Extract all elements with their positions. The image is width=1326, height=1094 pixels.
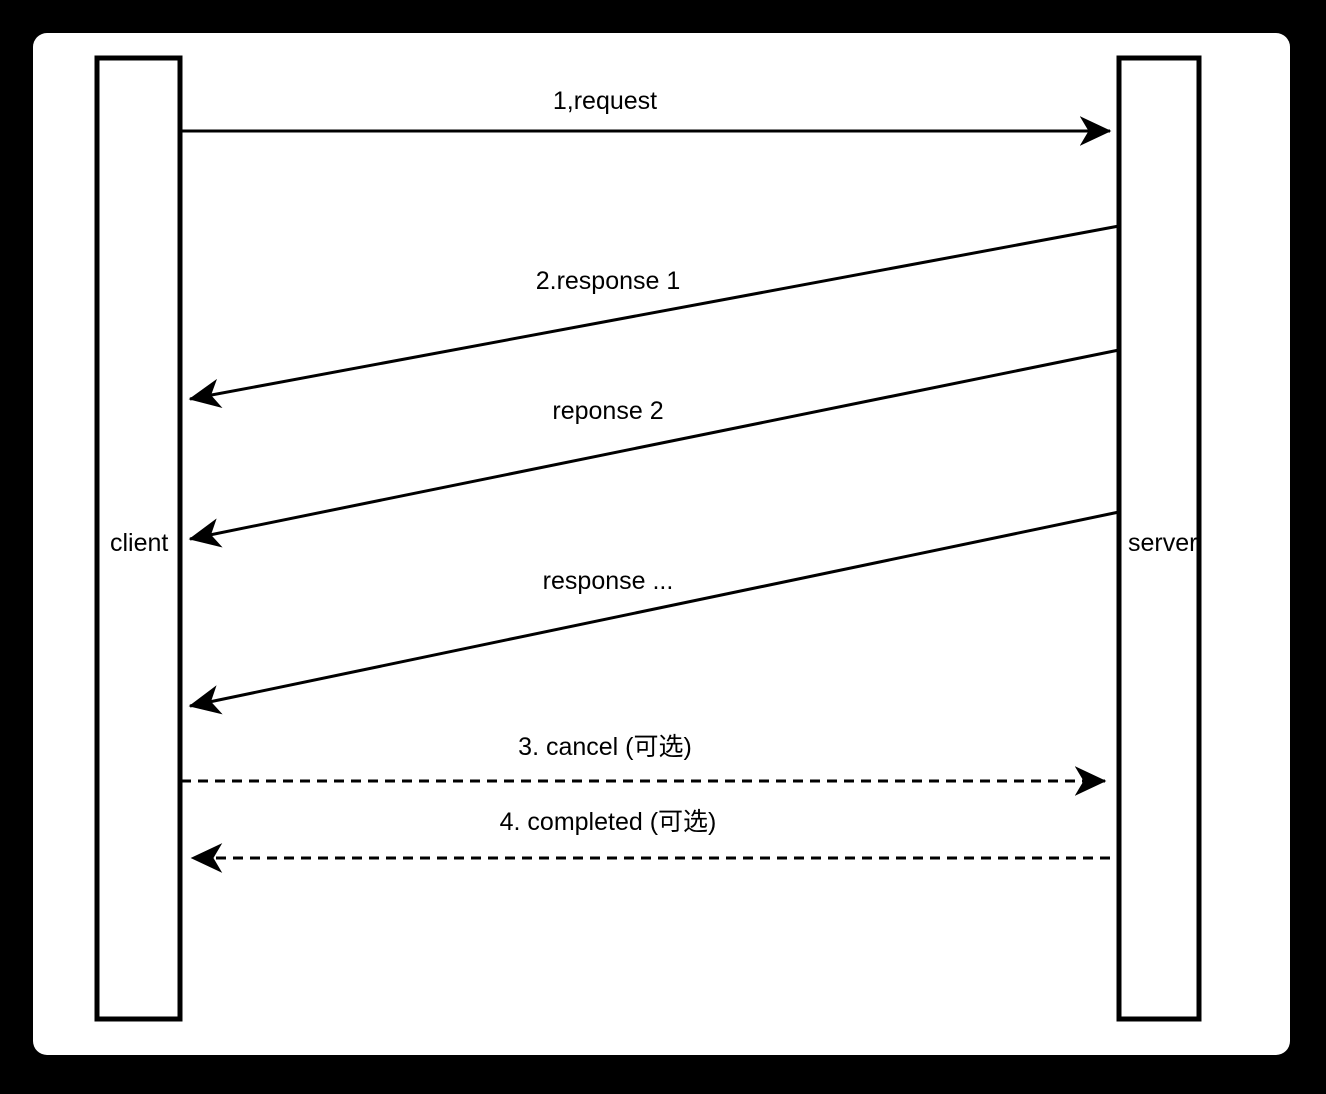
message-label-cancel: 3. cancel (可选) xyxy=(518,733,692,761)
message-label-response-2: reponse 2 xyxy=(552,397,664,425)
message-label-request: 1,request xyxy=(552,87,658,115)
message-arrow-response-more xyxy=(188,510,1120,715)
actor-label-server: server xyxy=(1128,529,1198,557)
message-label-response-more: response ... xyxy=(542,567,674,595)
actor-label-client: client xyxy=(110,529,169,557)
message-arrow-response-2 xyxy=(188,348,1120,548)
message-label-response-1: 2.response 1 xyxy=(535,267,681,295)
lifeline-box-server xyxy=(1116,55,1202,1022)
diagram-paper xyxy=(33,33,1290,1055)
message-label-completed: 4. completed (可选) xyxy=(499,808,717,836)
lifeline-box-client xyxy=(94,55,183,1022)
message-arrow-response-1 xyxy=(188,224,1120,409)
